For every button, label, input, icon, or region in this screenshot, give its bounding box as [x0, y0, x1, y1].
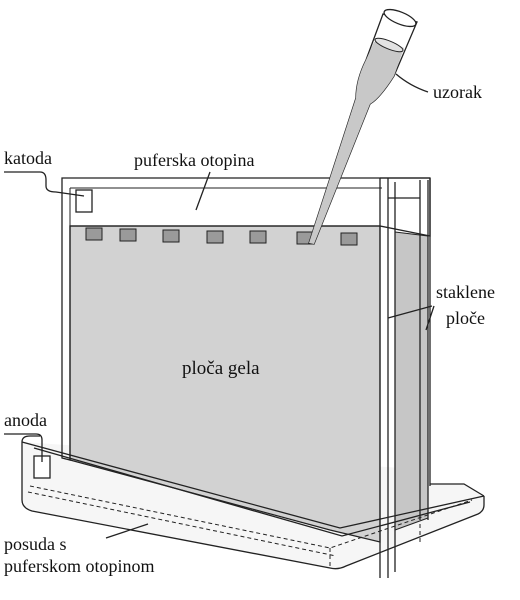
- glass-plates: [379, 177, 431, 578]
- label-posuda-line2: puferskom otopinom: [4, 556, 155, 576]
- pipette: [308, 8, 418, 245]
- label-uzorak: uzorak: [433, 82, 482, 102]
- label-ploce: ploče: [446, 308, 485, 328]
- pipette-meniscus: [374, 37, 404, 53]
- label-ploca-gela: ploča gela: [182, 358, 260, 379]
- label-puferska-otopina: puferska otopina: [134, 150, 254, 170]
- label-katoda: katoda: [4, 148, 52, 168]
- gel-side-panel: [394, 231, 429, 531]
- staklene-leader-2: [425, 305, 435, 331]
- label-staklene: staklene: [436, 282, 495, 302]
- uzorak-leader: [395, 73, 429, 93]
- katoda-leader: [4, 171, 85, 197]
- label-anoda: anoda: [4, 410, 47, 430]
- wells: [85, 227, 358, 246]
- anoda-leader: [4, 433, 43, 462]
- label-posuda-line1: posuda s: [4, 534, 67, 554]
- buffer-tray: [21, 435, 485, 570]
- puferska-leader: [195, 171, 211, 211]
- leader-lines: [4, 73, 435, 539]
- posuda-leader: [105, 523, 149, 539]
- staklene-leader-1: [387, 305, 433, 319]
- tray-hidden-edges: [27, 485, 473, 568]
- pipette-mouth: [383, 8, 417, 28]
- cathode-electrode: [75, 189, 93, 213]
- pipette-sample-liquid: [309, 41, 404, 244]
